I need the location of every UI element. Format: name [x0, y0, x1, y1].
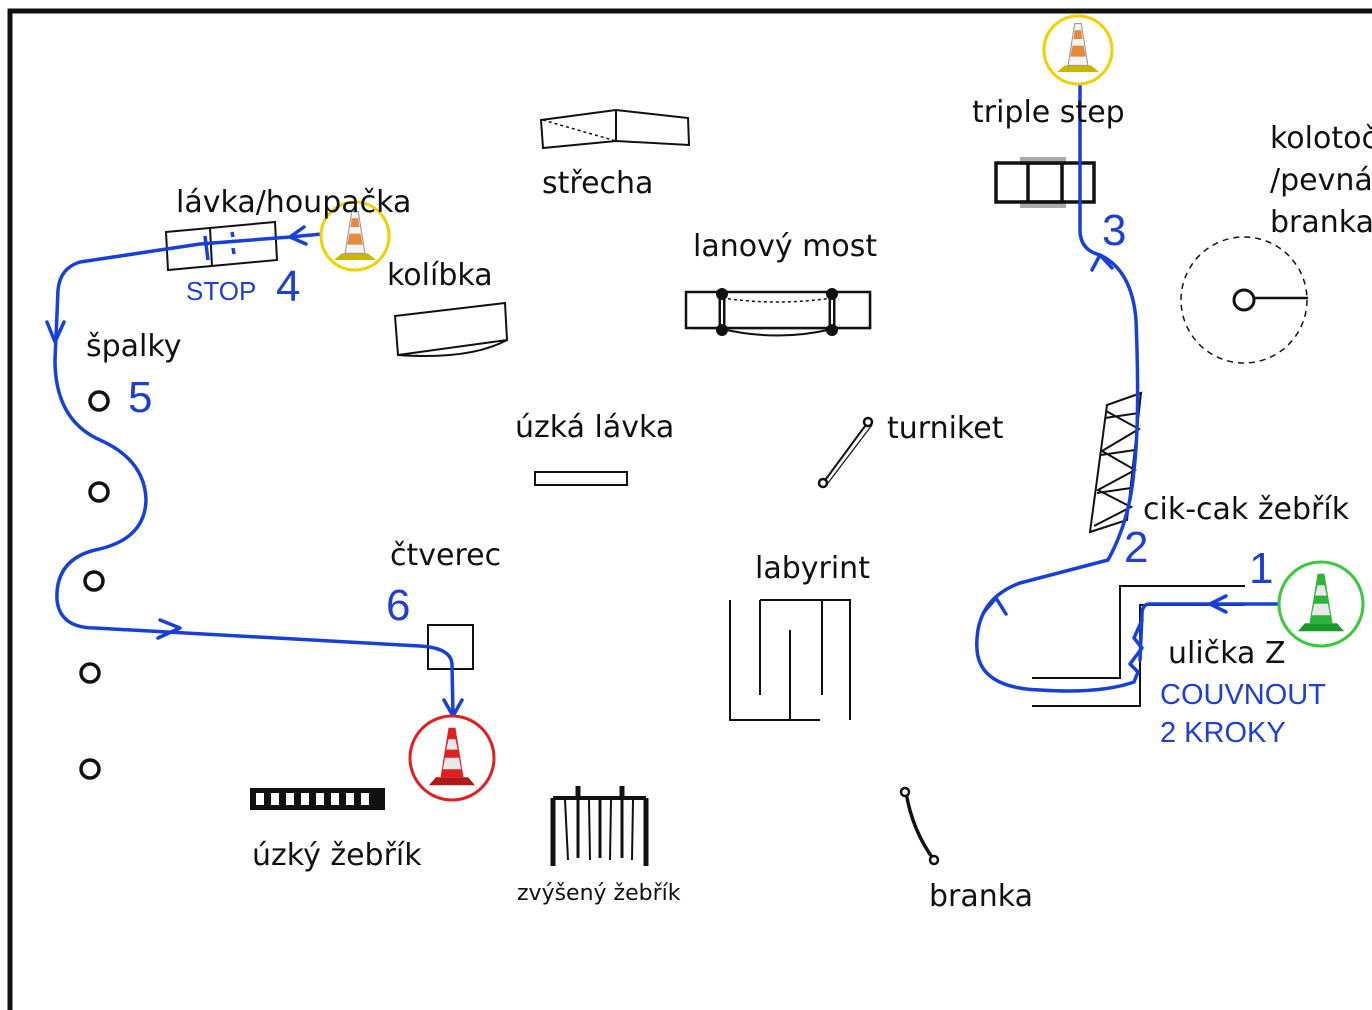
route-step-1: 1 — [1249, 544, 1273, 593]
labyrinth-label: labyrint — [755, 551, 870, 586]
gate-label: branka — [929, 879, 1033, 914]
square-label: čtverec — [390, 538, 501, 573]
carousel-obstacle — [1180, 236, 1308, 364]
zigzag-ladder-label: cik-cak žebřík — [1143, 492, 1350, 527]
narrow-ladder-label: úzký žebřík — [252, 838, 422, 873]
seesaw-obstacle — [164, 220, 279, 272]
field-boundary — [7, 8, 1372, 1010]
raised-ladder-obstacle — [550, 786, 649, 866]
gate-obstacle — [899, 786, 940, 866]
z-alley-label: ulička Z — [1168, 636, 1286, 671]
route-step-5: 5 — [128, 373, 152, 422]
triple-step-label: triple step — [972, 95, 1125, 130]
narrow-plank-obstacle — [534, 471, 628, 486]
back-up-note-line2: 2 KROKY — [1160, 717, 1286, 749]
route-step-2: 2 — [1124, 523, 1148, 572]
rope-bridge-obstacle — [684, 288, 872, 337]
cradle-obstacle — [393, 301, 509, 357]
carousel-label-line2: /pevná — [1270, 163, 1372, 198]
labyrinth-obstacle — [729, 599, 851, 721]
waypoint-cone-step — [1042, 14, 1114, 86]
start-cone — [1277, 560, 1365, 648]
rope-bridge-label: lanový most — [693, 229, 877, 264]
triple-step-obstacle — [994, 157, 1096, 208]
route-step-3: 3 — [1102, 206, 1126, 255]
seesaw-label: lávka/houpačka — [176, 185, 411, 220]
carousel-label-line1: kolotoč — [1270, 121, 1372, 156]
raised-ladder-label: zvýšený žebřík — [517, 881, 681, 906]
stumps-label: špalky — [86, 329, 181, 364]
turnstile-obstacle — [817, 416, 874, 489]
route-step-6: 6 — [386, 581, 410, 630]
narrow-ladder-obstacle — [250, 788, 385, 810]
turnstile-label: turniket — [887, 411, 1004, 446]
narrow-plank-label: úzká lávka — [515, 410, 674, 445]
stumps-obstacle — [79, 390, 110, 780]
roof-obstacle — [539, 108, 691, 150]
route-path — [45, 58, 1280, 718]
waypoint-cone-seesaw — [319, 200, 391, 272]
back-up-note-line1: COUVNOUT — [1160, 679, 1326, 711]
carousel-label-line3: branka — [1270, 205, 1372, 240]
roof-label: střecha — [542, 166, 653, 201]
cradle-label: kolíbka — [387, 258, 493, 293]
route-step-4: 4 — [276, 262, 300, 311]
finish-cone — [408, 714, 496, 802]
stop-note: STOP — [186, 276, 256, 306]
